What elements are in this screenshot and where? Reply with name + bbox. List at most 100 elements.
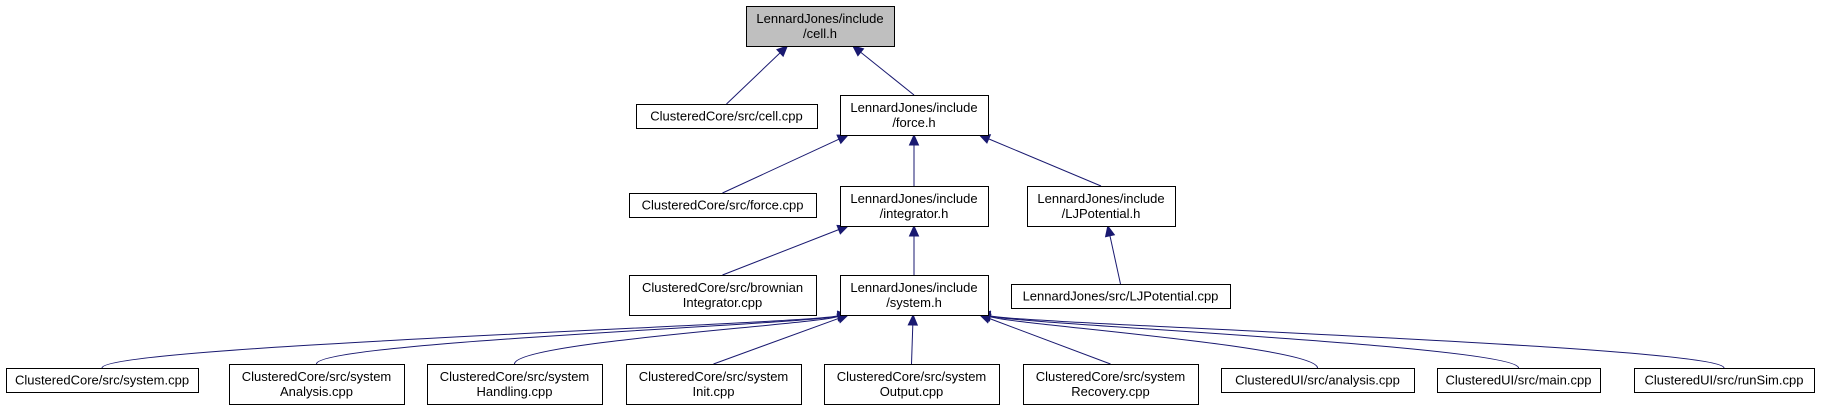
edge-system_h-to-integrator_h — [908, 224, 920, 275]
edge-line — [911, 324, 914, 365]
node-force-h[interactable]: LennardJones/include/force.h — [840, 95, 989, 136]
node-integrator-h[interactable]: LennardJones/include/integrator.h — [840, 186, 989, 227]
node-label-line: ClusteredUI/src/runSim.cpp — [1645, 373, 1804, 388]
edge-sys_output_cpp-to-system_h — [907, 313, 919, 365]
node-label-line: ClusteredCore/src/system — [242, 369, 392, 384]
node-box — [840, 186, 989, 227]
edge-line — [726, 52, 781, 105]
node-label-line: /integrator.h — [880, 206, 949, 221]
node-label-line: /LJPotential.h — [1062, 206, 1141, 221]
node-label-line: Recovery.cpp — [1071, 384, 1150, 399]
edge-ui_main_cpp-to-system_h — [978, 310, 1519, 369]
node-box — [636, 104, 818, 129]
edge-force_h-to-cell_h — [851, 45, 915, 96]
node-label-line: /force.h — [892, 115, 935, 130]
node-system-h[interactable]: LennardJones/include/system.h — [840, 275, 989, 316]
node-label-line: LennardJones/include — [756, 11, 883, 26]
edge-line — [514, 315, 839, 365]
edge-line — [722, 138, 840, 194]
arrowhead — [1104, 224, 1116, 238]
node-box — [626, 364, 802, 405]
edge-line — [988, 138, 1102, 187]
arrowhead — [851, 45, 865, 57]
arrowhead — [836, 134, 850, 145]
node-label-line: ClusteredCore/src/force.cpp — [642, 198, 804, 213]
edge-system_cpp-to-system_h — [101, 310, 850, 369]
edge-line — [860, 51, 915, 96]
edge-line — [989, 316, 1318, 369]
node-label-line: /system.h — [886, 295, 942, 310]
edge-line — [101, 315, 839, 369]
node-label-line: Init.cpp — [693, 384, 735, 399]
node-box — [1221, 368, 1415, 393]
node-label-line: LennardJones/include — [850, 191, 977, 206]
node-cell-cpp[interactable]: ClusteredCore/src/cell.cpp — [636, 104, 818, 129]
arrowhead — [776, 45, 789, 58]
node-box — [824, 364, 1000, 405]
edge-ljpot_h-to-force_h — [978, 134, 1102, 187]
node-label-line: ClusteredCore/src/system — [837, 369, 987, 384]
node-label-line: Output.cpp — [880, 384, 944, 399]
node-label-line: LennardJones/include — [1037, 191, 1164, 206]
arrowhead — [908, 133, 920, 146]
edge-line — [713, 317, 839, 365]
node-label-line: ClusteredUI/src/main.cpp — [1446, 373, 1592, 388]
edge-cell_cpp-to-cell_h — [726, 45, 789, 105]
node-label-line: Integrator.cpp — [683, 295, 763, 310]
node-ui-main-cpp[interactable]: ClusteredUI/src/main.cpp — [1437, 368, 1601, 393]
node-label-line: ClusteredUI/src/analysis.cpp — [1235, 373, 1400, 388]
node-box — [229, 364, 405, 405]
node-box — [427, 364, 603, 405]
node-system-cpp[interactable]: ClusteredCore/src/system.cpp — [6, 368, 199, 393]
node-label-line: LennardJones/include — [850, 100, 977, 115]
node-box — [746, 6, 895, 47]
node-box — [1634, 368, 1815, 393]
node-cell-h: LennardJones/include/cell.h — [746, 6, 895, 47]
edge-line — [722, 229, 839, 276]
node-label-line: ClusteredCore/src/system — [440, 369, 590, 384]
node-force-cpp[interactable]: ClusteredCore/src/force.cpp — [629, 193, 817, 218]
node-box — [1011, 284, 1231, 309]
edge-line — [989, 315, 1519, 369]
node-ljpot-cpp[interactable]: LennardJones/src/LJPotential.cpp — [1011, 284, 1231, 309]
edge-ljpot_cpp-to-ljpot_h — [1104, 224, 1121, 285]
node-label-line: Handling.cpp — [477, 384, 553, 399]
edge-force_cpp-to-force_h — [722, 134, 850, 194]
arrowhead — [907, 313, 919, 326]
node-box — [840, 275, 989, 316]
edge-line — [989, 318, 1111, 365]
edge-line — [316, 315, 839, 365]
node-box — [1027, 186, 1176, 227]
edge-sys_analysis_cpp-to-system_h — [316, 310, 850, 365]
node-box — [1023, 364, 1199, 405]
node-ui-analysis-cpp[interactable]: ClusteredUI/src/analysis.cpp — [1221, 368, 1415, 393]
node-label-line: ClusteredCore/src/brownian — [642, 280, 803, 295]
node-box — [6, 368, 199, 393]
node-label-line: Analysis.cpp — [280, 384, 353, 399]
arrowhead — [908, 224, 920, 237]
node-label-line: ClusteredCore/src/system — [639, 369, 789, 384]
node-label-line: LennardJones/include — [850, 280, 977, 295]
edge-line — [1109, 235, 1121, 285]
node-label-line: ClusteredCore/src/system — [1036, 369, 1186, 384]
edges-layer — [101, 45, 1725, 369]
node-label-line: ClusteredCore/src/cell.cpp — [650, 109, 802, 124]
node-label-line: /cell.h — [803, 26, 837, 41]
nodes-layer: LennardJones/include/cell.hClusteredCore… — [6, 6, 1815, 405]
edge-brownian_cpp-to-integrator_h — [722, 224, 850, 276]
edge-line — [989, 315, 1725, 369]
node-label-line: LennardJones/src/LJPotential.cpp — [1023, 289, 1219, 304]
node-box — [629, 193, 817, 218]
edge-integrator_h-to-force_h — [908, 133, 920, 186]
edge-ui_runsim_cpp-to-system_h — [978, 310, 1725, 369]
node-ljpot-h[interactable]: LennardJones/include/LJPotential.h — [1027, 186, 1176, 227]
node-ui-runsim-cpp[interactable]: ClusteredUI/src/runSim.cpp — [1634, 368, 1815, 393]
node-box — [840, 95, 989, 136]
